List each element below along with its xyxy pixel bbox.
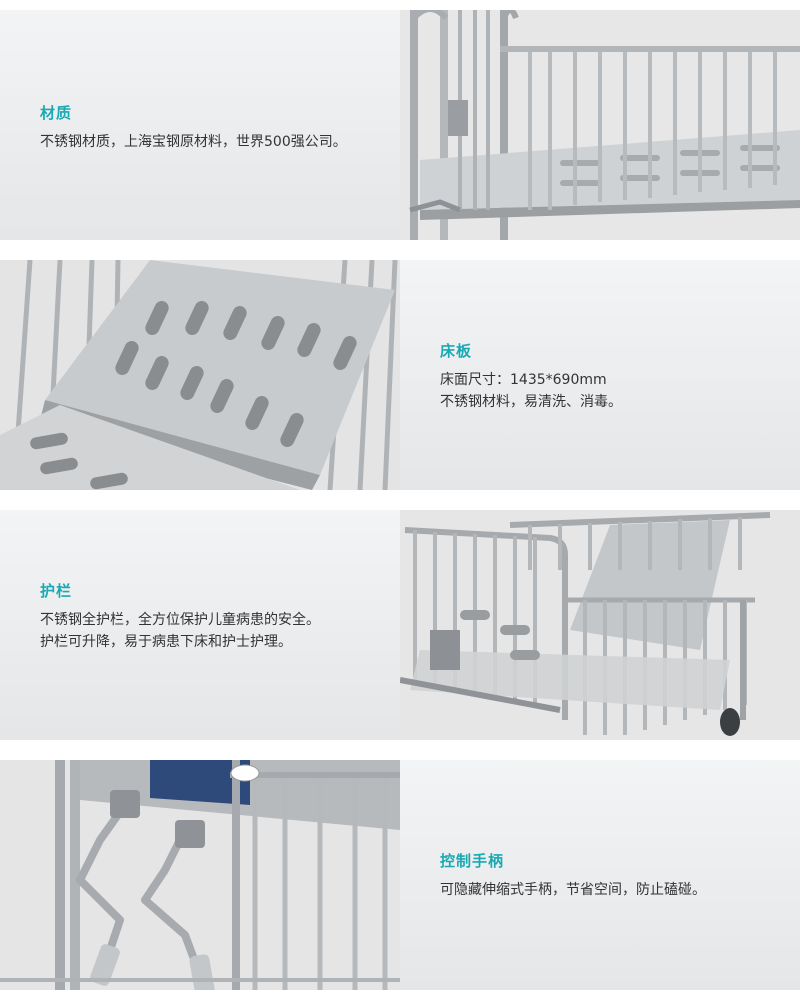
feature-text-bed-board: 床板 床面尺寸：1435*690mm 不锈钢材料，易清洗、消毒。 [440, 340, 780, 413]
feature-line: 不锈钢材质，上海宝钢原材料，世界500强公司。 [40, 134, 347, 150]
control-handle-illustration [0, 760, 400, 990]
feature-line: 床面尺寸：1435*690mm [440, 372, 607, 388]
feature-line: 可隐藏伸缩式手柄，节省空间，防止磕碰。 [440, 882, 706, 898]
feature-line: 护栏可升降，易于病患下床和护士护理。 [40, 634, 292, 650]
feature-row-control-handle: 控制手柄 可隐藏伸缩式手柄，节省空间，防止磕碰。 [0, 760, 800, 990]
bed-board-illustration [0, 260, 400, 490]
feature-row-side-rail: 护栏 不锈钢全护栏，全方位保护儿童病患的安全。 护栏可升降，易于病患下床和护士护… [0, 510, 800, 740]
feature-title: 床板 [440, 342, 473, 360]
feature-row-material: 材质 不锈钢材质，上海宝钢原材料，世界500强公司。 [0, 10, 800, 240]
feature-row-bed-board: 床板 床面尺寸：1435*690mm 不锈钢材料，易清洗、消毒。 [0, 260, 800, 490]
side-rail-illustration [400, 510, 800, 740]
control-handle-photo [0, 760, 400, 990]
feature-line: 不锈钢材料，易清洗、消毒。 [440, 394, 622, 410]
feature-text-control-handle: 控制手柄 可隐藏伸缩式手柄，节省空间，防止磕碰。 [440, 850, 780, 901]
feature-title: 控制手柄 [440, 852, 505, 870]
crib-material-photo [400, 10, 800, 240]
feature-title: 材质 [40, 104, 73, 122]
bed-board-photo [0, 260, 400, 490]
feature-text-material: 材质 不锈钢材质，上海宝钢原材料，世界500强公司。 [40, 102, 380, 153]
feature-line: 不锈钢全护栏，全方位保护儿童病患的安全。 [40, 612, 320, 628]
feature-text-side-rail: 护栏 不锈钢全护栏，全方位保护儿童病患的安全。 护栏可升降，易于病患下床和护士护… [40, 580, 380, 653]
crib-material-illustration [400, 10, 800, 240]
feature-title: 护栏 [40, 582, 73, 600]
side-rail-photo [400, 510, 800, 740]
